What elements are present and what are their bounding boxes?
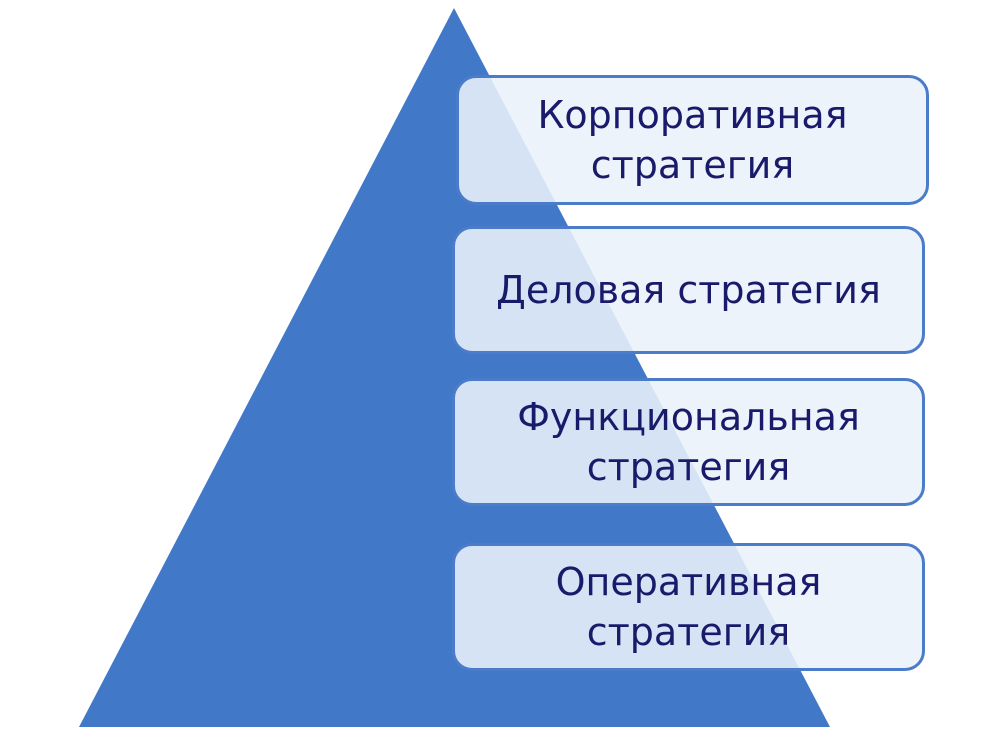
level-functional-strategy: Функциональная стратегия (452, 378, 925, 506)
level-operational-strategy: Оперативная стратегия (452, 543, 925, 671)
level-operational-strategy-label: Оперативная стратегия (555, 560, 822, 654)
level-functional-strategy-label: Функциональная стратегия (517, 395, 860, 489)
level-business-strategy-label: Деловая стратегия (496, 268, 881, 312)
level-corporate-strategy-label: Корпоративная стратегия (537, 93, 848, 187)
level-corporate-strategy: Корпоративная стратегия (456, 75, 929, 205)
level-business-strategy: Деловая стратегия (452, 226, 925, 354)
